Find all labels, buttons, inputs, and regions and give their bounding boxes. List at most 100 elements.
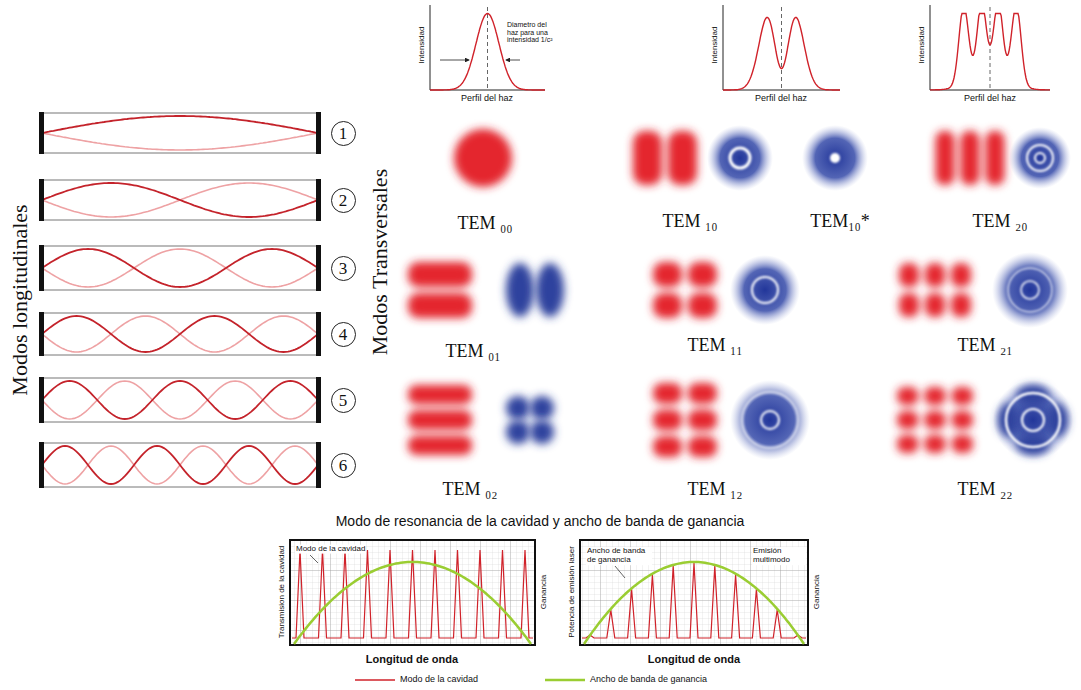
mirror: [316, 179, 321, 221]
mode-label: TEM ₁₁: [687, 336, 742, 356]
standing-wave: [42, 133, 318, 150]
cavity-mode-spikes: [582, 563, 806, 638]
mode-pattern-blue: [506, 420, 530, 444]
chart-frame: [290, 540, 535, 645]
gain-curve: [584, 562, 804, 644]
chart-grid: [290, 540, 535, 645]
callout-number: 3: [339, 260, 348, 277]
mode-pattern-red: [936, 131, 1005, 185]
mode-pattern-blue: [993, 380, 1073, 460]
intensity-lobe: [925, 293, 945, 317]
intensity-lobe: [951, 293, 971, 317]
intensity-lobe: [408, 293, 472, 318]
cavity-box: [42, 443, 318, 487]
chart-title: Modo de resonancia de la cavidad y ancho…: [336, 514, 745, 529]
center-line: [487, 7, 488, 90]
mode-pattern-red: [633, 131, 697, 185]
standing-wave: [42, 316, 318, 352]
callout-circle: 2: [331, 188, 356, 213]
intensity-lobe: [897, 387, 918, 405]
standing-wave: [42, 183, 318, 217]
mirror: [39, 112, 44, 154]
mirror: [39, 179, 44, 221]
intensity-lobe: [936, 131, 955, 185]
intensity-lobe: [653, 410, 682, 431]
dark-spot: [830, 153, 840, 163]
cavity-box: [42, 378, 318, 422]
intensity-lobe: [688, 293, 717, 318]
intensity-lobe: [952, 387, 973, 405]
callout-number: 6: [339, 457, 348, 474]
intensity-lobe: [653, 293, 682, 318]
axis-label: Transmision de la cavidad: [278, 546, 287, 639]
dark-ring: [1027, 145, 1053, 171]
intensity-lobe: [633, 131, 662, 185]
annotation: Ancho de banda de ganancia: [586, 547, 652, 565]
mirror: [316, 442, 321, 488]
dark-ring: [752, 277, 778, 303]
mode-pattern-blue: [530, 420, 554, 444]
legend-text: Ancho de banda de ganancia: [590, 675, 707, 685]
mode-pattern-blue: [530, 396, 554, 420]
axis-label: Perfil del haz: [461, 94, 513, 104]
intensity-lobe: [408, 262, 472, 287]
intensity-lobe: [924, 411, 945, 429]
cavity-box: [42, 113, 318, 153]
intensity-lobe: [688, 262, 717, 287]
legend-text: Modo de la cavidad: [400, 675, 478, 685]
mode-pattern-red: [653, 383, 717, 457]
intensity-lobe: [653, 383, 682, 404]
mode-label: TEM ₀₂: [442, 480, 497, 500]
callout-circle: 5: [331, 388, 356, 413]
annotation: Modo de la cavidad: [295, 545, 366, 554]
axis-label: Intensidad: [418, 27, 427, 64]
callout-circle: 1: [331, 121, 356, 146]
mode-pattern-red: [408, 262, 472, 318]
standing-wave: [42, 249, 318, 287]
cavity-box: [42, 180, 318, 220]
mode-pattern-blue: [992, 252, 1068, 328]
beam-profile: [930, 14, 1050, 90]
intensity-lobe: [688, 436, 717, 457]
intensity-lobe: [408, 385, 472, 404]
intensity-lobe: [899, 263, 919, 287]
annotation: Emisión multimodo: [752, 547, 806, 565]
leader-line: [310, 555, 318, 563]
section-label: Modos Transversales: [368, 169, 392, 355]
cavity-box: [42, 246, 318, 290]
mode-pattern-red: [653, 262, 717, 318]
mode-pattern-blue: [506, 396, 530, 420]
mirror: [39, 377, 44, 423]
mode-pattern-red: [454, 129, 512, 187]
mode-label: TEM ₂₂: [957, 480, 1012, 500]
axis: [430, 5, 431, 90]
dark-ring: [1008, 268, 1052, 312]
mode-pattern-red: [897, 387, 973, 453]
dark-line: [762, 419, 778, 421]
mode-label: TEM ₂₀: [972, 212, 1027, 232]
standing-wave: [42, 446, 318, 484]
dark-ring: [1035, 153, 1045, 163]
axis-label: Potencia de emisión laser: [568, 546, 577, 638]
leader-arrow: [440, 60, 469, 61]
standing-wave: [42, 116, 318, 133]
intensity-lobe: [986, 131, 1005, 185]
callout-number: 1: [339, 125, 348, 142]
axis-label: Perfil del haz: [964, 94, 1016, 104]
standing-wave: [42, 316, 318, 352]
callout-number: 5: [339, 392, 348, 409]
dark-ring: [742, 392, 798, 448]
dark-line: [764, 282, 766, 298]
dark-ring: [730, 148, 750, 168]
axis-label: Intensidad: [711, 27, 720, 64]
intensity-lobe: [653, 262, 682, 287]
intensity-lobe: [952, 411, 973, 429]
mode-label: TEM ₀₁: [445, 342, 500, 362]
mode-label: TEM ₂₁: [957, 336, 1012, 356]
standing-wave: [42, 249, 318, 287]
standing-wave: [42, 183, 318, 217]
callout-circle: 3: [331, 256, 356, 281]
axis-label: Longitud de onda: [648, 653, 740, 665]
